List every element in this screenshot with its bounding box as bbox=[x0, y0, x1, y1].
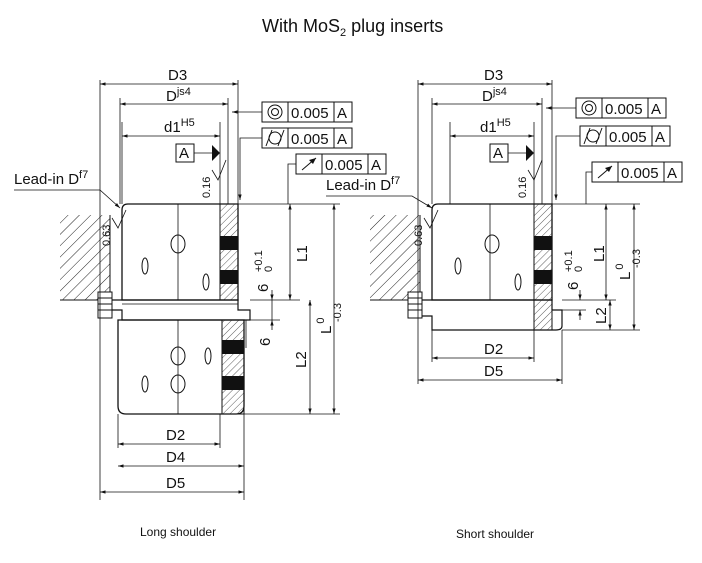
svg-text:A: A bbox=[371, 157, 381, 174]
svg-text:0: 0 bbox=[573, 266, 585, 272]
dim-d5: D5 bbox=[166, 475, 185, 492]
concentricity-frame: 0.005 A bbox=[261, 101, 353, 123]
dim-l-total-right: L0 bbox=[614, 264, 634, 280]
caption-short-shoulder: Short shoulder bbox=[456, 527, 534, 541]
dim-d5-right: D5 bbox=[484, 363, 503, 380]
dim-l1: L1 bbox=[294, 245, 311, 262]
dim-d1h5-right: d1H5 bbox=[480, 117, 511, 136]
dim-l2: L2 bbox=[293, 351, 310, 368]
dim-l1-right: L1 bbox=[591, 245, 608, 262]
caption-long-shoulder: Long shoulder bbox=[140, 525, 216, 539]
short-shoulder-view: D3 Djs4 d1H5 D2 D5 L1 L2 L0 -0.3 6 +0.1 … bbox=[326, 67, 683, 541]
svg-text:0.005: 0.005 bbox=[291, 105, 329, 122]
svg-text:0.005: 0.005 bbox=[609, 129, 647, 146]
cylindricity-frame: 0.005 A bbox=[261, 127, 353, 149]
dim-d2-right: D2 bbox=[484, 341, 503, 358]
concentricity-frame-right: 0.005 A bbox=[575, 97, 667, 119]
dim-d4: D4 bbox=[166, 449, 185, 466]
cylindricity-frame-right: 0.005 A bbox=[579, 125, 671, 147]
svg-text:A: A bbox=[179, 145, 189, 162]
housing-hatch-right bbox=[370, 215, 420, 300]
lead-in-label: Lead-in Df7 bbox=[14, 169, 88, 188]
dim-d3: D3 bbox=[168, 67, 187, 84]
lead-in-label-right: Lead-in Df7 bbox=[326, 175, 400, 194]
runout-frame: 0.005 A bbox=[295, 153, 387, 175]
bushing-wall-upper bbox=[219, 203, 239, 301]
dim-d1h5: d1H5 bbox=[164, 117, 195, 136]
svg-text:0.005: 0.005 bbox=[325, 157, 363, 174]
roughness-icon bbox=[211, 159, 227, 181]
svg-text:+0.1: +0.1 bbox=[563, 250, 575, 272]
plug-insert bbox=[170, 234, 186, 254]
dim-d2: D2 bbox=[166, 427, 185, 444]
svg-text:-0.3: -0.3 bbox=[631, 249, 643, 268]
concentricity-icon bbox=[267, 104, 283, 120]
svg-text:A: A bbox=[667, 165, 677, 182]
dim-djs4-right: Djs4 bbox=[482, 86, 507, 105]
dim-l-tol-bot: -0.3 bbox=[332, 303, 344, 322]
dim-6: 6 bbox=[257, 338, 274, 346]
svg-text:0: 0 bbox=[263, 266, 275, 272]
dim-6-tol: 6 bbox=[255, 284, 272, 292]
housing-hatch bbox=[60, 215, 110, 300]
svg-text:A: A bbox=[651, 101, 661, 118]
dim-d3-right: D3 bbox=[484, 67, 503, 84]
diagram-title: With MoS2 plug inserts bbox=[262, 16, 443, 39]
runout-frame-right: 0.005 A bbox=[591, 161, 683, 183]
svg-text:0.63: 0.63 bbox=[413, 225, 425, 246]
dim-l2-right: L2 bbox=[593, 307, 610, 324]
svg-text:0.16: 0.16 bbox=[517, 177, 529, 198]
svg-text:A: A bbox=[493, 145, 503, 162]
svg-text:A: A bbox=[337, 105, 347, 122]
svg-text:A: A bbox=[337, 131, 347, 148]
roughness-016: 0.16 bbox=[201, 177, 213, 198]
svg-text:+0.1: +0.1 bbox=[253, 250, 265, 272]
svg-text:0.005: 0.005 bbox=[621, 165, 659, 182]
dim-6-tol-right: 6 bbox=[565, 282, 582, 290]
long-shoulder-view: D3 Djs4 d1H5 D2 D4 D5 L1 L2 L0 -0.3 6 +0… bbox=[14, 67, 387, 539]
dim-djs4: Djs4 bbox=[166, 86, 191, 105]
svg-text:0.005: 0.005 bbox=[291, 131, 329, 148]
dim-l-total: L0 bbox=[315, 318, 335, 334]
roughness-063: 0.63 bbox=[101, 225, 113, 246]
svg-text:0.005: 0.005 bbox=[605, 101, 643, 118]
screw-icon-right bbox=[407, 291, 423, 319]
svg-text:A: A bbox=[655, 129, 665, 146]
bushing-shoulder bbox=[99, 299, 251, 321]
